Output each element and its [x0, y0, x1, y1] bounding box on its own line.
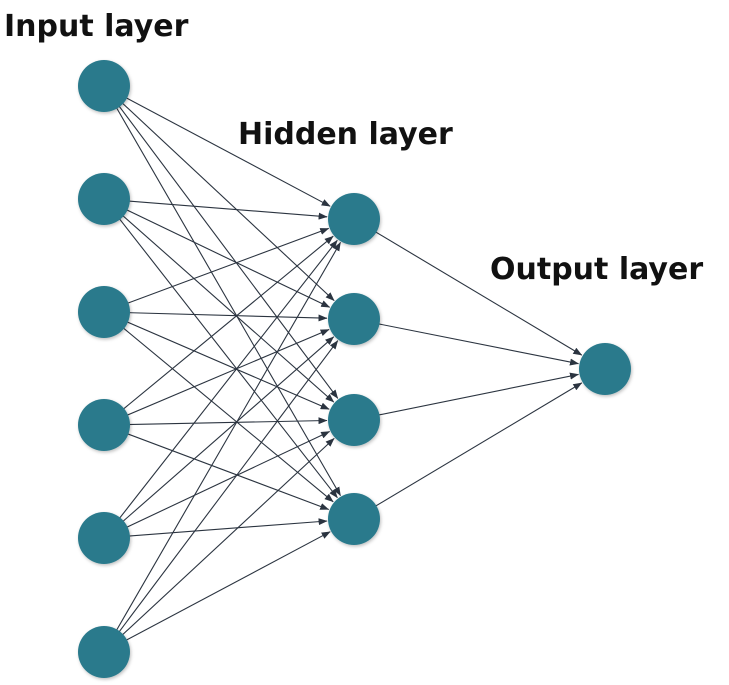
edge-input-1-to-hidden-3 — [116, 103, 339, 399]
neurons — [78, 60, 631, 678]
input-node-2 — [78, 173, 130, 225]
input-layer-label: Input layer — [4, 9, 189, 44]
edge-hidden-3-to-output-1 — [375, 372, 579, 417]
input-node-3 — [78, 286, 130, 338]
hidden-node-1 — [328, 193, 380, 245]
connections — [114, 95, 583, 643]
edge-hidden-2-to-output-1 — [375, 322, 579, 366]
edge-input-3-to-hidden-1 — [124, 227, 330, 305]
edge-input-5-to-hidden-1 — [117, 239, 338, 522]
edge-input-5-to-hidden-4 — [125, 518, 328, 537]
edge-hidden-1-to-output-1 — [372, 229, 583, 356]
edge-input-4-to-hidden-3 — [125, 417, 328, 426]
edge-input-6-to-hidden-3 — [119, 437, 335, 638]
edge-input-6-to-hidden-4 — [123, 531, 331, 643]
edge-input-2-to-hidden-2 — [123, 208, 331, 308]
edge-input-1-to-hidden-4 — [114, 104, 341, 497]
edge-input-2-to-hidden-4 — [117, 215, 338, 499]
edge-input-3-to-hidden-2 — [125, 312, 328, 322]
edge-input-4-to-hidden-1 — [120, 235, 334, 412]
hidden-node-4 — [328, 493, 380, 545]
edge-input-6-to-hidden-1 — [114, 241, 341, 634]
edge-input-5-to-hidden-3 — [123, 431, 331, 530]
hidden-node-3 — [328, 394, 380, 446]
edge-hidden-4-to-output-1 — [372, 382, 583, 509]
hidden-node-2 — [328, 293, 380, 345]
edge-input-5-to-hidden-2 — [120, 336, 335, 524]
input-node-4 — [78, 399, 130, 451]
input-node-5 — [78, 512, 130, 564]
edge-input-4-to-hidden-4 — [124, 432, 330, 511]
hidden-layer-label: Hidden layer — [238, 117, 453, 152]
edge-input-2-to-hidden-1 — [125, 200, 328, 220]
edge-input-1-to-hidden-2 — [119, 100, 335, 302]
input-node-6 — [78, 626, 130, 678]
output-node-1 — [579, 343, 631, 395]
edge-input-6-to-hidden-2 — [116, 340, 339, 635]
edge-input-4-to-hidden-2 — [124, 328, 330, 417]
edge-input-2-to-hidden-3 — [120, 213, 335, 403]
input-node-1 — [78, 60, 130, 112]
edge-input-1-to-hidden-1 — [123, 95, 331, 207]
edge-input-3-to-hidden-3 — [123, 320, 330, 410]
output-layer-label: Output layer — [490, 252, 703, 287]
